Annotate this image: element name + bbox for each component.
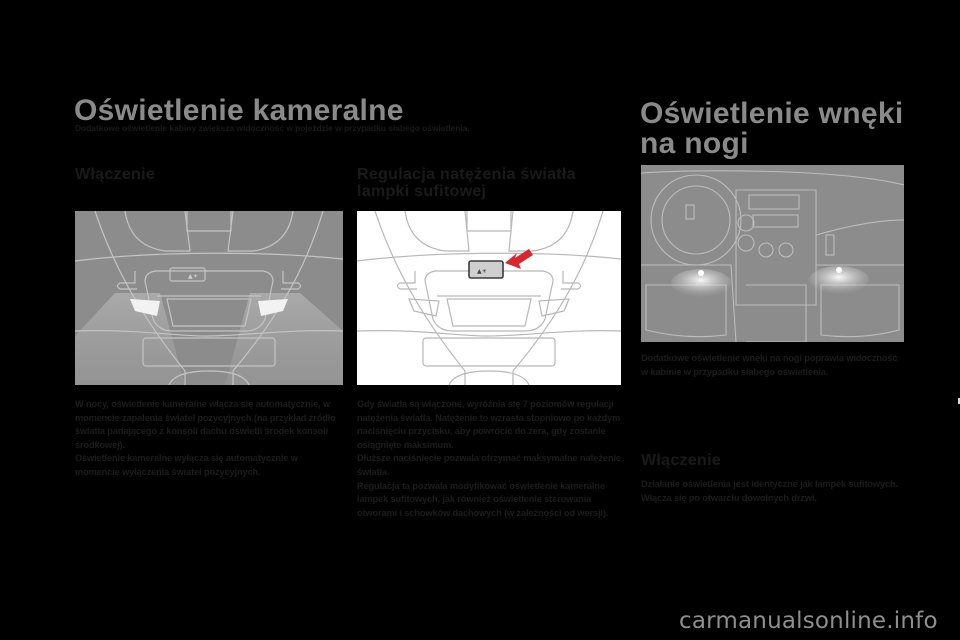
svg-text:▲☀: ▲☀ [477,268,488,275]
svg-text:▲☀: ▲☀ [188,273,199,280]
watermark: carmanualsonline.info [679,608,938,634]
overhead-console-illustration: ▲☀ [75,211,343,385]
text-footwell-switch-on: Działanie oświetlenia jest identyczne ja… [641,479,898,503]
heading-switch-on: Włączenie [75,166,156,183]
lamp-button [468,260,504,279]
text-switch-on-ambient: W nocy, oświetlenie kameralne włącza się… [75,398,337,480]
figure-footwell-lighting [641,165,904,342]
paragraph-auto-off: Oświetlenie kameralne wyłącza się automa… [75,453,298,477]
page-edge-marker [958,398,960,404]
text-footwell-description: Dodatkowe oświetlenie wnęki na nogi popr… [641,353,898,377]
heading-footwell-switch-on: Włączenie [641,452,722,469]
figure-ambient-lights: ▲☀ [75,211,343,385]
paragraph-long-press: Dłuższe naciśnięcie pozwala otrzymać mak… [357,453,621,477]
paragraph-scope: Regulacja ta pozwala modyfikować oświetl… [357,480,609,518]
text-brightness-adjustment: Gdy światła są włączone, wyróżnia się 7 … [357,398,625,520]
section-title-footwell-line2: na nogi [640,127,749,160]
heading-brightness-adjustment: Regulacja natężenia światła lampki sufit… [357,166,576,200]
paragraph-levels: Gdy światła są włączone, wyróżnia się 7 … [357,399,621,450]
section-title-ambient-lighting: Oświetlenie kameralne [74,94,404,127]
red-arrow-icon [505,249,533,269]
paragraph-auto-on: W nocy, oświetlenie kameralne włącza się… [75,399,336,450]
figure-console-button: ▲☀ [357,211,621,385]
overhead-console-button-illustration: ▲☀ [357,211,621,385]
footwell-lighting-illustration [641,170,904,342]
section-subtitle-ambient-lighting: Dodatkowe oświetlenie kabiny zwiększa wi… [75,123,470,133]
section-title-footwell-line1: Oświetlenie wnęki [640,97,904,130]
